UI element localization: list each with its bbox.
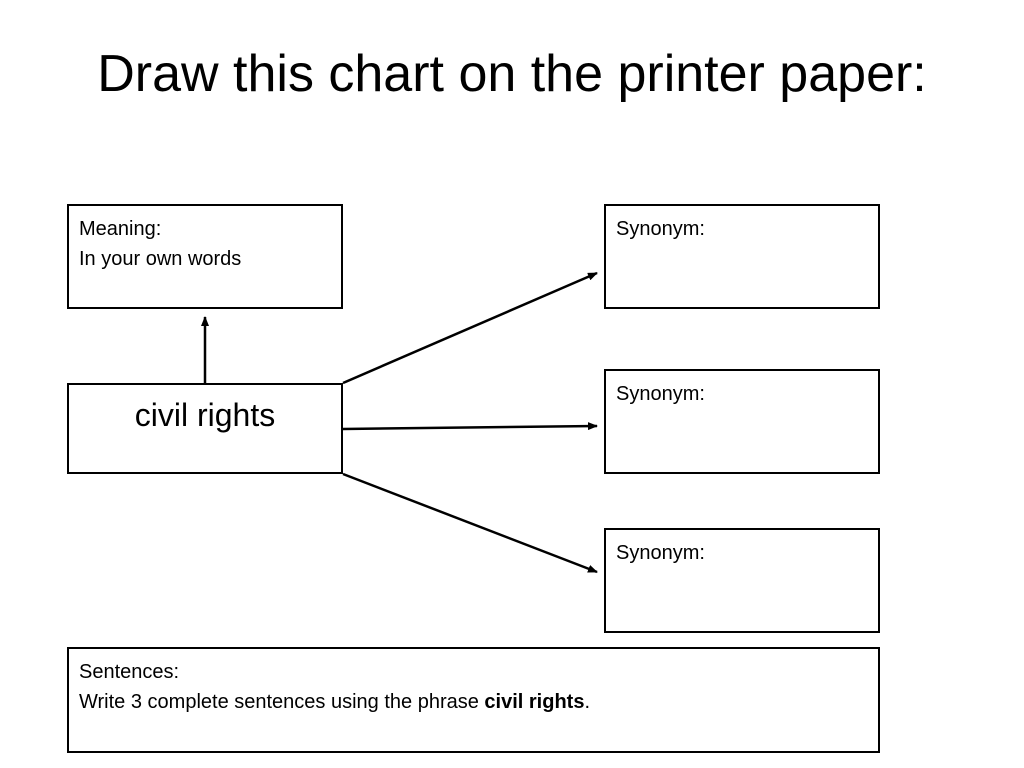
sentences-box: Sentences: Write 3 complete sentences us… <box>67 647 880 753</box>
center-term-box: civil rights <box>67 383 343 474</box>
arrow-to-synonym-2 <box>342 422 598 431</box>
sentences-instruction-emphasis: civil rights <box>484 691 585 713</box>
synonym-box-1: Synonym: <box>604 204 880 309</box>
meaning-heading: Meaning: <box>79 218 162 240</box>
sentences-label: Sentences: Write 3 complete sentences us… <box>79 657 590 717</box>
meaning-subheading: In your own words <box>79 248 242 270</box>
synonym-label-3: Synonym: <box>616 542 705 564</box>
meaning-label: Meaning: In your own words <box>79 214 241 274</box>
sentences-heading: Sentences: <box>79 661 180 683</box>
synonym-box-3: Synonym: <box>604 528 880 633</box>
synonym-label-2: Synonym: <box>616 383 705 405</box>
center-term: civil rights <box>134 397 276 433</box>
meaning-box: Meaning: In your own words <box>67 204 343 309</box>
arrow-to-synonym-3 <box>342 472 598 574</box>
sentences-instruction-prefix: Write 3 complete sentences using the phr… <box>79 691 485 713</box>
slide-title: Draw this chart on the printer paper: <box>97 45 927 103</box>
sentences-instruction: Write 3 complete sentences using the phr… <box>79 687 590 717</box>
synonym-label-1: Synonym: <box>616 218 705 240</box>
sentences-instruction-suffix: . <box>584 691 591 713</box>
synonym-box-2: Synonym: <box>604 369 880 474</box>
arrow-to-synonym-1 <box>342 271 598 385</box>
